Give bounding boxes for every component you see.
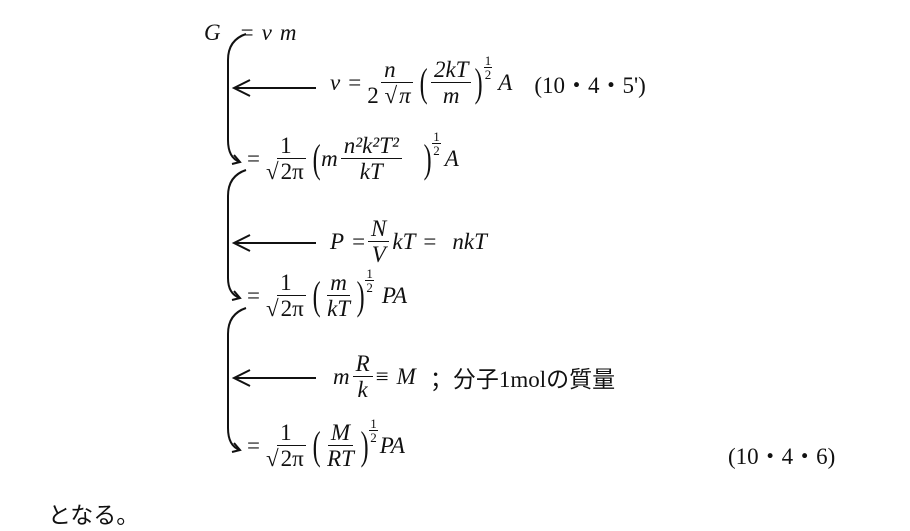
numerator: 2kT [430, 57, 472, 84]
exp-num: 1 [432, 129, 441, 144]
numerator: n²k²T² [340, 133, 402, 160]
denominator: k [357, 377, 368, 403]
exp-den: 2 [370, 430, 377, 445]
numerator: 1 [277, 133, 295, 160]
PA: PA [379, 433, 405, 459]
numerator: 1 [277, 420, 295, 447]
fraction: 1√2π [265, 420, 306, 472]
radicand: 2π [278, 158, 306, 185]
exp-num: 1 [483, 53, 493, 68]
nu: ν [330, 70, 341, 96]
radicand: 2π [278, 445, 306, 472]
denominator: RT [327, 446, 354, 472]
fraction: 1√2π [265, 133, 306, 185]
m: m [321, 146, 338, 172]
denominator: kT [327, 296, 351, 322]
equation-label: (10・4・6) [728, 444, 836, 469]
A: A [498, 70, 513, 96]
m: m [279, 20, 297, 45]
equiv: ≡ [375, 364, 389, 390]
P: P [330, 229, 345, 255]
note: ；分子1molの質量 [429, 367, 616, 393]
bracket-2 [227, 169, 247, 299]
fraction: 1√2π [265, 270, 306, 322]
equals: = [348, 70, 362, 96]
kT: kT [392, 229, 416, 255]
radicand: 2π [278, 295, 306, 322]
equals: = [247, 433, 260, 459]
nu: ν [261, 20, 272, 45]
numerator: m [327, 270, 350, 297]
equals: = [247, 283, 260, 309]
denominator: kT [359, 159, 383, 185]
G-symbol: G [204, 20, 221, 45]
bracket-1 [227, 33, 247, 163]
denominator: m [442, 83, 460, 109]
radicand: π [397, 82, 413, 109]
exp-num: 1 [369, 416, 378, 431]
eq-G: G = ν m [204, 20, 296, 46]
equals: = [352, 229, 366, 255]
M: M [396, 364, 416, 390]
equation-label: (10・4・5') [534, 73, 646, 99]
exp-den: 2 [484, 67, 492, 82]
exp-num: 1 [365, 266, 374, 281]
closing-text: となる。 [48, 496, 139, 530]
equals: = [423, 229, 437, 255]
equals: = [247, 146, 260, 172]
closing: となる。 [48, 503, 140, 528]
exp-den: 2 [366, 280, 373, 295]
equation-label-final: (10・4・6) [728, 437, 835, 471]
PA: PA [381, 283, 408, 309]
equals: = [240, 20, 254, 45]
exp-den: 2 [433, 143, 440, 158]
numerator: N [368, 216, 390, 243]
numerator: R [352, 351, 373, 378]
A: A [444, 146, 459, 172]
m: m [333, 364, 350, 390]
bracket-3 [227, 307, 247, 451]
numerator: M [327, 420, 354, 447]
den-coef: 2 [367, 83, 379, 109]
numerator: n [381, 57, 399, 84]
denominator: V [371, 242, 386, 268]
nkT: nkT [452, 229, 487, 255]
numerator: 1 [277, 270, 295, 297]
